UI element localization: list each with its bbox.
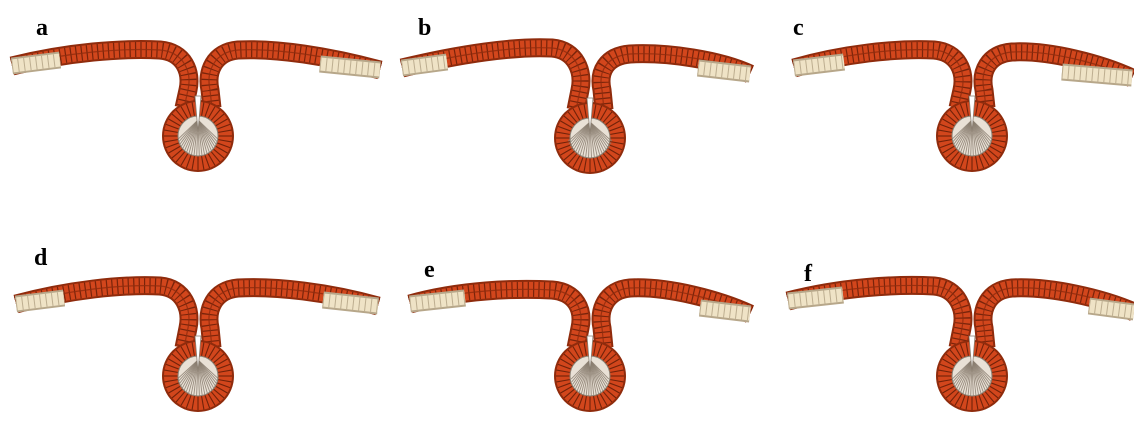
tissue-panel-a (8, 18, 388, 188)
tissue-panel-e (400, 256, 780, 426)
tissue-panel-d (8, 256, 388, 426)
tissue-panel-b (400, 18, 780, 188)
figure: a b c d e f (0, 0, 1134, 412)
tissue-panel-f (782, 256, 1134, 426)
tissue-panel-c (782, 18, 1134, 188)
